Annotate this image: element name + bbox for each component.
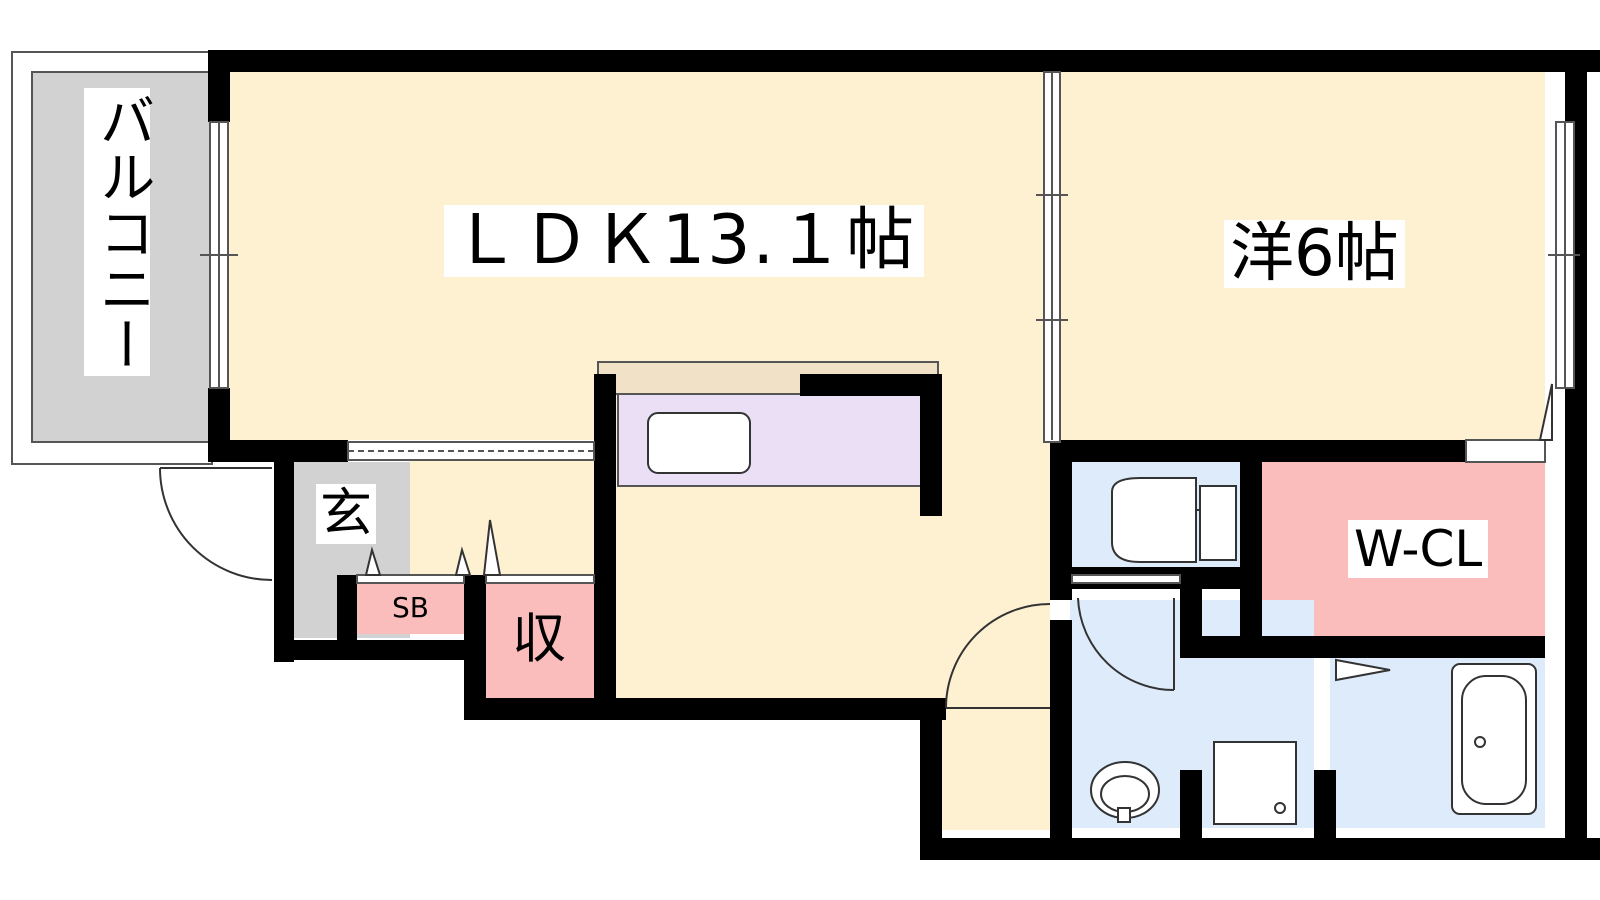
room-label-walk-in-closet: W-CL <box>1348 520 1489 578</box>
shoe-box-floor <box>355 580 465 634</box>
bathtub-icon <box>1451 663 1537 815</box>
room-label-western: 洋6帖 <box>1224 220 1405 288</box>
room-label-entrance: 玄 <box>316 484 377 544</box>
room-label-storage: 収 <box>512 607 566 670</box>
hall-floor <box>410 450 600 580</box>
room-label-shoe-box: SB <box>392 591 429 624</box>
washing-machine-icon <box>1213 741 1297 825</box>
sink-icon <box>647 412 751 474</box>
room-label-balcony: バルコニー <box>84 88 155 376</box>
washbasin-icon <box>1090 761 1160 823</box>
toilet-icon <box>1111 477 1237 563</box>
room-label-ldk: ＬＤＫ13.１帖 <box>444 205 925 277</box>
storage-floor <box>484 580 600 698</box>
walls <box>208 50 1600 860</box>
door-swing-icon <box>159 383 1553 709</box>
fixtures <box>647 412 1537 825</box>
windows <box>200 71 1580 584</box>
